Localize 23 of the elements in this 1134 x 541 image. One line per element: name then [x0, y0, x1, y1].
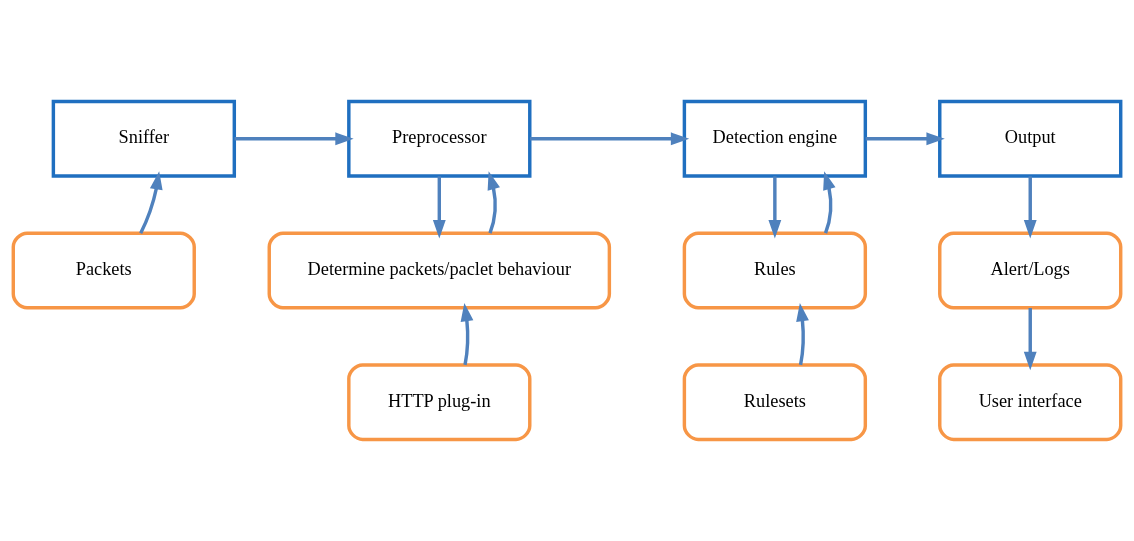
node-box: Determine packets/paclet behaviour — [267, 231, 612, 310]
arrow — [796, 302, 809, 366]
arrow — [823, 171, 836, 234]
arrow — [768, 176, 782, 239]
arrow — [865, 132, 945, 146]
arrow — [1023, 308, 1037, 371]
node-box: HTTP plug-in — [347, 363, 532, 442]
arrow — [139, 171, 163, 234]
node-box: Detection engine — [682, 99, 868, 178]
node-box: User interface — [938, 363, 1123, 442]
arrow — [460, 302, 474, 366]
arrow — [530, 132, 690, 146]
node-box: Output — [938, 99, 1123, 178]
arrow — [487, 171, 500, 234]
node-box: Preprocessor — [347, 99, 532, 178]
node-box: Rulesets — [682, 363, 868, 442]
node-box: Alert/Logs — [938, 231, 1123, 310]
arrow — [234, 132, 354, 146]
arrow — [1023, 176, 1037, 239]
node-box: Rules — [682, 231, 868, 310]
arrow — [432, 176, 446, 239]
node-box: Sniffer — [51, 99, 237, 178]
node-box: Packets — [11, 231, 196, 310]
